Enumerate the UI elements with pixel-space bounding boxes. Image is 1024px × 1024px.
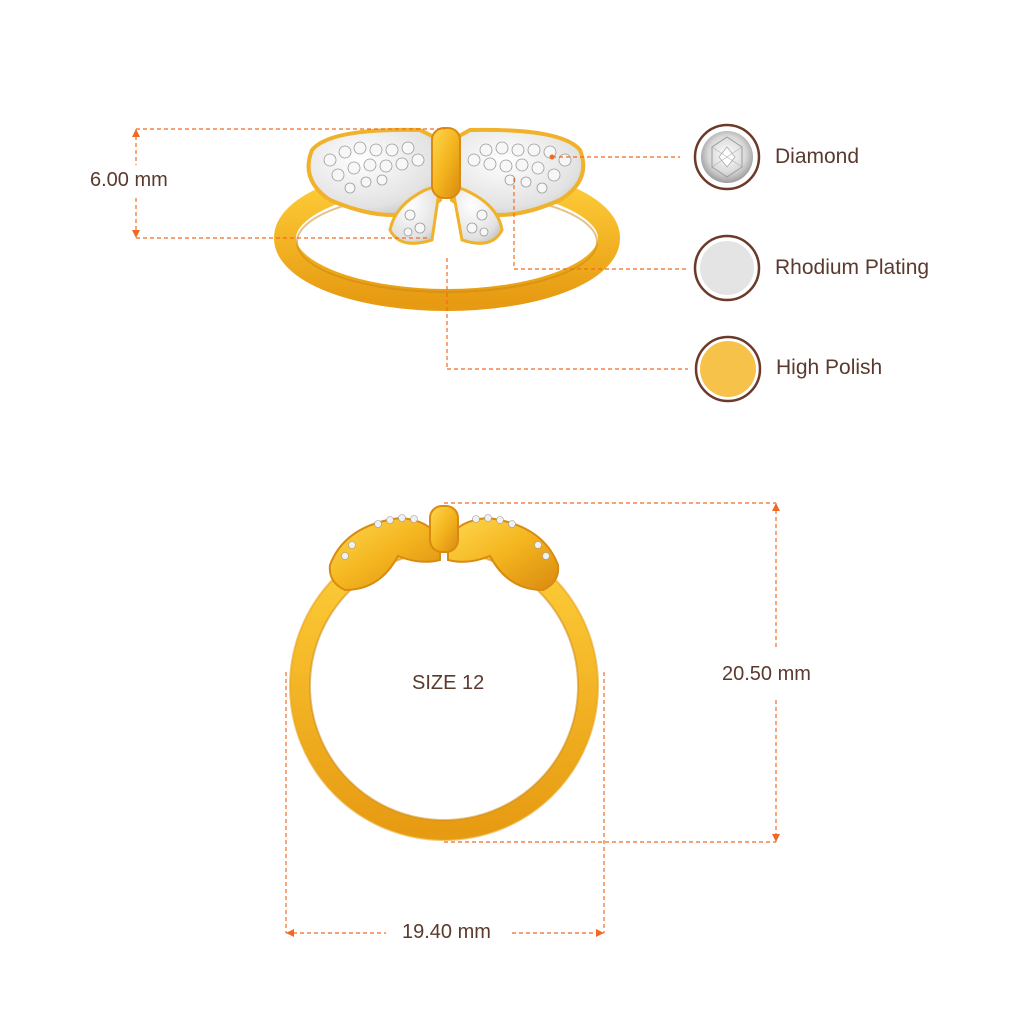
legend-label-rhodium: Rhodium Plating <box>775 256 930 279</box>
legend-swatch-rhodium <box>693 234 761 302</box>
dimension-lines-front <box>285 502 777 934</box>
legend-swatch-polish <box>694 335 762 403</box>
dimension-lines-top <box>135 128 688 370</box>
diamond-gem-icon <box>701 131 753 183</box>
legend-swatch-diamond <box>693 123 761 191</box>
legend-label-diamond: Diamond <box>775 145 860 168</box>
ring-front-view <box>289 505 599 841</box>
ring-size-label: SIZE 12 <box>412 672 485 694</box>
dimension-arrows-front <box>286 503 780 937</box>
dimension-label-height-front: 20.50 mm <box>722 663 811 685</box>
dimension-arrows-top <box>132 129 555 238</box>
dimension-label-width-front: 19.40 mm <box>402 921 491 943</box>
dimension-label-height-top: 6.00 mm <box>90 169 168 191</box>
legend-label-polish: High Polish <box>776 356 883 379</box>
